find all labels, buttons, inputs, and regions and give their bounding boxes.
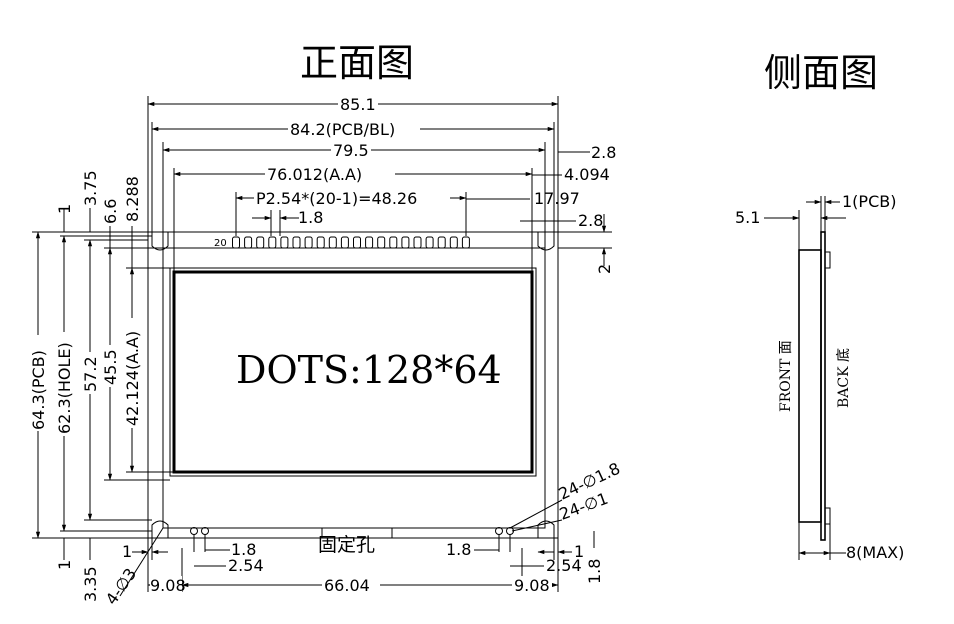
top-pin — [316, 236, 325, 249]
dim-left-top-1: 1 — [55, 204, 74, 214]
dim-bottom-left-2-54: 2.54 — [228, 556, 264, 575]
notch-top-left — [151, 232, 169, 251]
dim-left-bottom-3-35: 3.35 — [81, 566, 100, 602]
dim-left-top-3-75: 3.75 — [81, 170, 100, 206]
dim-bottom-right-1-8-vertical: 1.8 — [585, 559, 604, 584]
dim-left-top-6-6: 6.6 — [101, 199, 120, 224]
top-pin — [304, 236, 313, 249]
dim-bottom-right-1: 1 — [574, 542, 584, 561]
bottom-pads-left — [190, 527, 209, 552]
front-view-title: 正面图 — [300, 41, 414, 85]
top-pin — [353, 236, 361, 249]
top-pin — [232, 236, 240, 249]
active-area — [172, 270, 534, 474]
top-pin — [256, 236, 265, 249]
front-view: DOTS:128*64 20 固定孔 — [147, 231, 559, 556]
dim-pcb-bl-width: 84.2(PCB/BL) — [290, 120, 395, 139]
top-pin — [365, 236, 374, 249]
top-pin — [292, 236, 301, 249]
viewing-area — [169, 267, 537, 477]
right-dimensions: 2.8 4.094 17.97 2.8 2 — [466, 143, 616, 274]
top-pin — [389, 236, 398, 249]
dim-active-area-width: 76.012(A.A) — [267, 165, 362, 184]
side-lcd-body — [798, 249, 822, 523]
dim-view-height: 45.5 — [101, 349, 120, 385]
dim-bottom-right-2-54: 2.54 — [546, 556, 582, 575]
dim-bottom-right-1-8: 1.8 — [446, 540, 471, 559]
bottom-pads-right — [495, 527, 514, 552]
pcb-outline — [147, 231, 559, 539]
dim-overall-width: 85.1 — [340, 95, 376, 114]
side-view: 5.1 1(PCB) 8(MAX) FRONT 面 BACK 底 — [735, 192, 904, 562]
fixing-hole-label: 固定孔 — [318, 534, 375, 556]
top-pin — [461, 236, 470, 249]
side-view-title: 侧面图 — [764, 51, 878, 95]
side-front-label: FRONT 面 — [778, 340, 794, 412]
dim-right-2-8-top: 2.8 — [591, 143, 616, 162]
top-pin — [328, 236, 337, 249]
side-pcb — [820, 231, 826, 541]
top-pin — [340, 236, 349, 249]
dots-label: DOTS:128*64 — [236, 348, 502, 392]
dim-bottom-left-1-8: 1.8 — [231, 540, 256, 559]
dim-left-top-8-288: 8.288 — [123, 176, 142, 222]
top-pin — [280, 236, 289, 249]
top-pin — [437, 236, 446, 249]
dim-bottom-left-1: 1 — [122, 542, 132, 561]
dim-bottom-left-9-08: 9.08 — [150, 576, 186, 595]
side-pin-bottom — [824, 507, 831, 525]
top-pin — [377, 236, 386, 249]
top-pin-row — [232, 236, 470, 249]
dim-pcb-height: 64.3(PCB) — [29, 350, 48, 430]
dim-bottom-center-66-04: 66.04 — [324, 576, 370, 595]
dim-right-17-97: 17.97 — [534, 189, 580, 208]
dim-pin-pitch: P2.54*(20-1)=48.26 — [256, 189, 417, 208]
dim-right-2-8-bottom: 2.8 — [578, 211, 603, 230]
top-pin — [268, 236, 277, 249]
dim-hole-spacing: 62.3(HOLE) — [55, 342, 74, 434]
notch-bottom-left — [151, 520, 169, 538]
top-pin — [425, 236, 434, 249]
side-max-thickness: 8(MAX) — [846, 543, 904, 562]
left-dimensions: 64.3(PCB) 62.3(HOLE) 57.2 45.5 42.124(A.… — [29, 170, 174, 602]
pin-number-label: 20 — [214, 238, 227, 249]
dim-outline-height: 57.2 — [81, 356, 100, 392]
notch-top-right — [537, 232, 555, 251]
dim-right-2: 2 — [595, 264, 614, 274]
top-pin — [401, 236, 410, 249]
side-pcb-thickness: 1(PCB) — [842, 192, 896, 211]
side-back-label: BACK 底 — [836, 348, 852, 408]
dim-right-4-094: 4.094 — [564, 165, 610, 184]
top-pin — [244, 236, 253, 249]
dim-hole-4-dia-3: 4-∅3 — [102, 565, 141, 609]
dim-outline-width: 79.5 — [333, 141, 369, 160]
dim-aa-height: 42.124(A.A) — [123, 331, 142, 426]
top-pin — [449, 236, 458, 249]
top-dimensions: 85.1 84.2(PCB/BL) 79.5 76.012(A.A) P2.54… — [147, 95, 559, 272]
side-pin-top — [824, 251, 831, 269]
dim-left-bottom-1: 1 — [55, 560, 74, 570]
top-pin — [413, 236, 422, 249]
dim-pin-width: 1.8 — [298, 208, 323, 227]
fixing-hole-outline — [321, 527, 393, 538]
dim-bottom-right-9-08: 9.08 — [514, 576, 550, 595]
side-depth-5-1: 5.1 — [735, 208, 760, 227]
